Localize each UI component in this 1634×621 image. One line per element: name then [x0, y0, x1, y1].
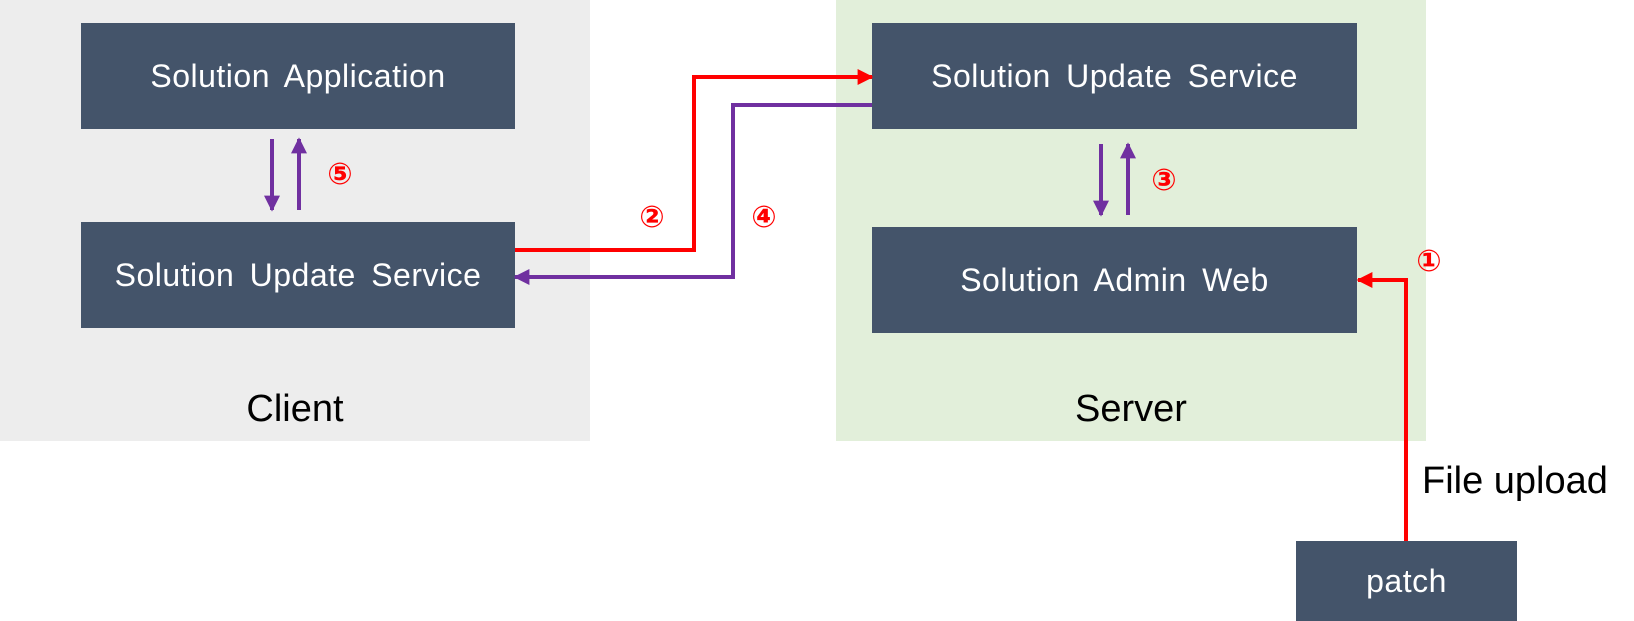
server-label: Server — [1075, 388, 1187, 430]
patch-box: patch — [1296, 541, 1517, 621]
step-3-marker: ③ — [1151, 164, 1177, 197]
client-update-service-box: Solution Update Service — [81, 222, 515, 328]
step-5-marker: ⑤ — [327, 158, 353, 191]
upload-arrow — [1356, 272, 1408, 541]
step-4-marker: ④ — [751, 201, 777, 234]
file-upload-label: File upload — [1422, 460, 1608, 502]
request-arrow — [515, 69, 874, 252]
solution-application-box: Solution Application — [81, 23, 515, 129]
response-arrow — [513, 103, 872, 285]
admin-web-box: Solution Admin Web — [872, 227, 1357, 333]
step-1-marker: ① — [1416, 245, 1442, 278]
server-update-service-box: Solution Update Service — [872, 23, 1357, 129]
step-2-marker: ② — [639, 201, 665, 234]
client-label: Client — [246, 388, 344, 430]
